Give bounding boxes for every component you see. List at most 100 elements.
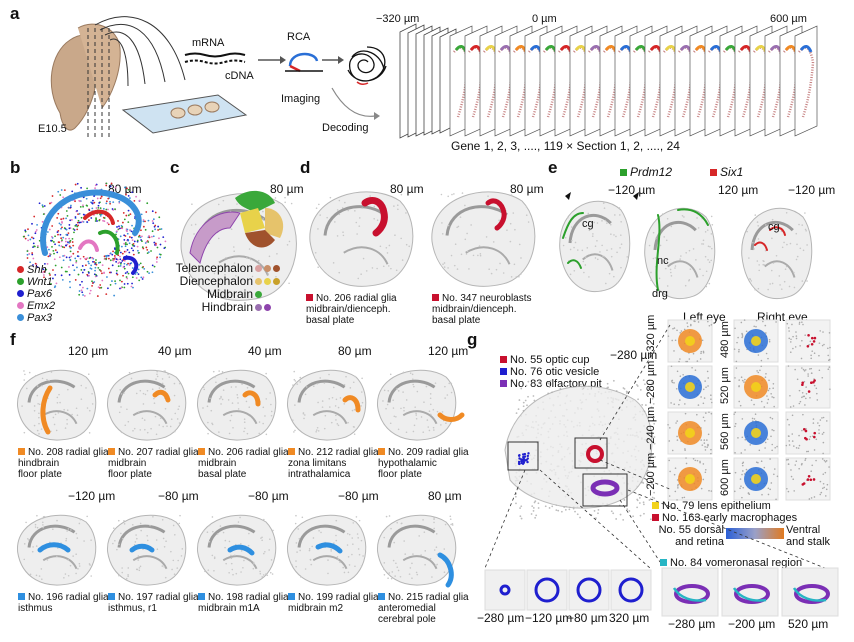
tissue-speck [37,402,39,405]
transcript-dot [103,271,105,274]
tissue-speck [669,470,671,473]
tissue-speck [802,413,804,416]
otic-vesicle-tile [610,569,652,611]
label-nc: nc [657,255,669,267]
tissue-fold [42,555,78,570]
tissue-speck [319,214,321,216]
tissue-speck [88,409,91,412]
gene-legend-item: Emx2 [15,300,55,312]
tissue-speck [415,414,418,416]
panel-label-f: f [10,330,16,349]
transcript-dot [126,238,129,241]
tissue-speck [265,372,267,375]
caption-line: midbrain m1A [198,603,260,614]
tissue-speck [245,400,248,403]
dorsal-ventral-gradient-bar [726,528,784,539]
tissue-speck [742,470,744,472]
tissue-speck [270,403,272,406]
tissue-speck [801,280,804,282]
transcript-dot [43,205,46,207]
transcript-dot [109,200,111,203]
tissue-speck [811,464,814,467]
transcript-dot [76,228,79,231]
tissue-speck [584,264,587,266]
tissue-fold [402,410,438,425]
tissue-speck [42,524,44,526]
transcript-dot [78,212,81,215]
tissue-speck [762,259,764,262]
tissue-speck [443,262,446,264]
eye-tile [667,411,713,455]
tissue-speck [620,243,623,245]
legend-swatch [660,559,667,566]
tissue-speck [673,382,675,384]
panel-c-depth: 80 µm [270,182,304,196]
tissue-speck [620,266,622,269]
tissue-speck [208,540,211,543]
tissue-speck [636,506,639,509]
tissue-speck [701,444,704,446]
tissue-speck [524,399,527,402]
tissue-speck [788,440,791,442]
tissue-speck [34,523,37,526]
tissue-speck [154,415,157,418]
tissue-speck [697,404,700,406]
tissue-speck [294,522,297,525]
tissue-speck [217,237,220,240]
tissue-speck [487,195,489,197]
transcript-dot [113,294,116,297]
tissue-speck [684,284,687,287]
macrophage-dot [809,478,813,482]
transcript-dot [56,231,59,233]
panel-label-g: g [467,330,478,349]
tissue-speck [396,566,399,569]
tissue-speck [34,374,37,377]
tissue-speck [77,568,79,570]
rca-label: RCA [287,31,311,43]
tissue-speck [637,493,640,496]
tissue-speck [445,422,447,425]
tissue-speck [444,523,447,526]
tissue-speck [120,431,123,434]
tissue-speck [702,351,705,354]
tissue-speck [78,565,81,567]
tissue-speck [312,537,315,539]
tissue-speck [413,385,415,388]
transcript-dot [66,243,69,246]
tissue-speck [405,243,408,246]
tissue-speck [771,396,773,398]
tissue-speck [813,449,816,451]
tissue-speck [172,524,175,527]
cluster-highlight [437,552,454,588]
tissue-speck [770,269,773,272]
tissue-speck [177,408,180,410]
transcript-dot [82,286,84,289]
transcript-dot [144,228,147,231]
tissue-speck [704,255,707,258]
tissue-speck [295,565,297,568]
transcript-dot [115,269,118,272]
tile-bg [785,319,831,363]
tissue-speck [460,253,463,256]
tissue-speck [266,574,269,577]
tissue-speck [142,403,145,405]
otic-vesicle-dot [517,460,521,464]
transcript-dot [61,278,64,281]
tissue-speck [75,532,78,535]
transcript-dot [59,194,62,196]
tissue-speck [120,532,122,535]
tissue-speck [347,556,350,558]
transcript-dot [152,222,155,225]
tissue-speck [50,371,53,373]
legend-swatch [620,169,627,176]
tissue-speck [751,417,754,420]
tissue-speck [360,565,363,567]
tissue-speck [580,383,582,386]
tissue-speck [294,380,297,382]
transcript-dot [77,213,79,215]
tissue-speck [338,271,341,274]
tissue-speck [735,360,738,363]
transcript-dot [36,245,39,247]
panel-f-section [287,369,367,441]
